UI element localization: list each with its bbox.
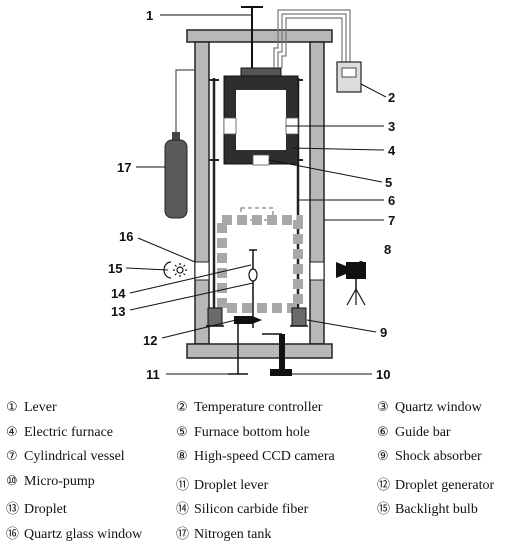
callout-6: 6: [388, 193, 395, 208]
cylindrical-vessel: [186, 29, 333, 359]
legend-symbol: ⑥: [377, 424, 389, 440]
callout-11: 11: [146, 367, 160, 382]
furnace-bottom-hole: [252, 154, 270, 166]
callout-17: 17: [117, 160, 131, 175]
legend-symbol: ⑦: [6, 449, 18, 464]
callout-13: 13: [111, 304, 125, 319]
legend-symbol: ⑮: [377, 502, 391, 517]
legend-label: Quartz window: [395, 400, 482, 415]
callout-numbers: 1 2 3 4 5 6 7 8 9 10 11 12 13 14 15 16 1…: [108, 8, 396, 382]
legend-symbol: ③: [377, 400, 389, 415]
legend-label: Micro-pump: [24, 473, 95, 489]
quartz-window-left: [223, 117, 237, 135]
legend-symbol: ①: [6, 400, 18, 415]
legend-symbol: ⑯: [6, 526, 20, 542]
legend-item: ⑮ Backlight bulb: [377, 498, 478, 518]
callout-1: 1: [146, 8, 153, 23]
callout-16: 16: [119, 229, 133, 244]
legend-item: ② Temperature controller: [176, 400, 322, 416]
callout-2: 2: [388, 90, 395, 105]
legend-label: Droplet generator: [395, 477, 495, 493]
shock-absorbers: [206, 307, 308, 327]
legend-label: Droplet: [24, 502, 67, 517]
legend-label: Shock absorber: [395, 449, 482, 464]
legend-symbol: ⑫: [377, 477, 391, 493]
legend-label: Droplet lever: [194, 477, 269, 493]
legend-symbol: ⑪: [176, 477, 190, 493]
micro-pump: [262, 333, 292, 376]
legend-item: ⑧ High-speed CCD camera: [176, 449, 335, 465]
legend-item: ① Lever: [6, 400, 57, 416]
legend-symbol: ⑭: [176, 502, 190, 517]
lever: [241, 6, 263, 68]
legend-label: Backlight bulb: [395, 502, 478, 517]
callout-7: 7: [388, 213, 395, 228]
legend-item: ⑨ Shock absorber: [377, 449, 482, 465]
callout-4: 4: [388, 143, 396, 158]
furnace-lowered-position: [217, 207, 303, 313]
furnace-top-plate: [240, 67, 282, 77]
legend-item: ④ Electric furnace: [6, 425, 113, 441]
temperature-controller-wiring: [273, 9, 351, 68]
legend-label: Temperature controller: [194, 400, 323, 415]
legend-symbol: ④: [6, 424, 18, 440]
legend-label: High-speed CCD camera: [194, 449, 335, 464]
legend-symbol: ②: [176, 400, 188, 415]
droplet: [248, 268, 258, 282]
legend-item: ⑬ Droplet: [6, 498, 67, 518]
droplet-lever: [228, 324, 248, 375]
temperature-controller: [336, 61, 362, 93]
leader-lines: [125, 14, 387, 375]
legend-item: ③ Quartz window: [377, 400, 482, 416]
legend-label: Electric furnace: [24, 424, 113, 440]
callout-9: 9: [380, 325, 387, 340]
legend-symbol: ⑨: [377, 449, 389, 464]
legend-symbol: ⑧: [176, 449, 188, 464]
ccd-camera: [336, 261, 366, 306]
legend-symbol: ⑬: [6, 502, 20, 517]
legend-label: Furnace bottom hole: [194, 424, 310, 440]
legend-label: Guide bar: [395, 424, 451, 440]
legend-label: Cylindrical vessel: [24, 449, 125, 464]
callout-5: 5: [385, 175, 392, 190]
legend-label: Quartz glass window: [24, 526, 143, 542]
apparatus-diagram: 1 2 3 4 5 6 7 8 9 10 11 12 13 14 15 16 1…: [108, 6, 396, 382]
legend-item: ⑥ Guide bar: [377, 425, 451, 441]
legend-symbol: ⑩: [6, 473, 18, 489]
callout-10: 10: [376, 367, 390, 382]
callout-8: 8: [384, 242, 391, 257]
legend-item: ⑦ Cylindrical vessel: [6, 449, 125, 465]
legend-item: ⑩ Micro-pump: [6, 474, 95, 490]
legend-label: Silicon carbide fiber: [194, 502, 309, 517]
legend-label: Lever: [24, 400, 57, 415]
droplet-generator: [234, 316, 262, 324]
legend-item: ⑭ Silicon carbide fiber: [176, 498, 308, 518]
callout-3: 3: [388, 119, 395, 134]
legend-label: Nitrogen tank: [194, 526, 272, 542]
legend-item: ⑤ Furnace bottom hole: [176, 425, 310, 441]
electric-furnace: [223, 75, 299, 166]
legend: ① Lever ② Temperature controller ③ Quartz win…: [6, 400, 515, 548]
callout-15: 15: [108, 261, 122, 276]
callout-14: 14: [111, 286, 126, 301]
legend-symbol: ⑤: [176, 424, 188, 440]
nitrogen-tank: [164, 69, 195, 219]
callout-12: 12: [143, 333, 157, 348]
legend-symbol: ⑰: [176, 526, 190, 542]
